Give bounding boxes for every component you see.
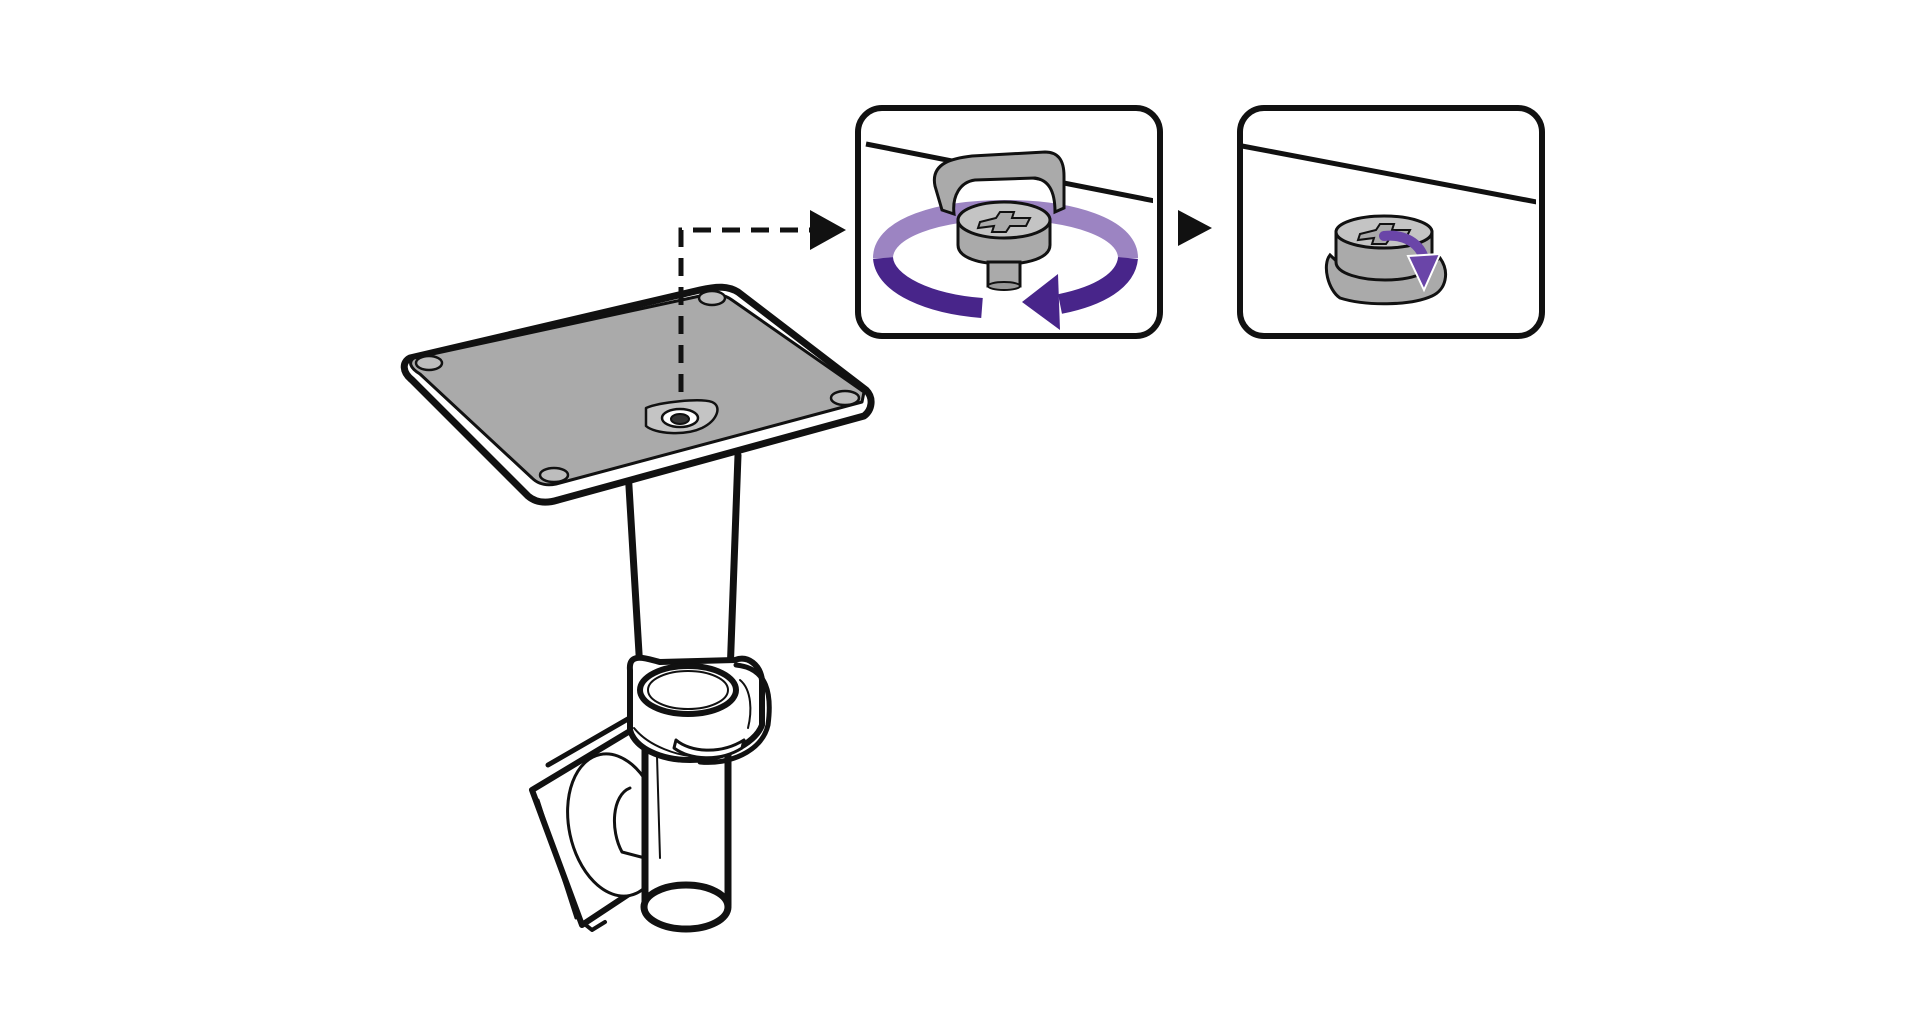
rotate-arrow-icon	[873, 256, 1138, 330]
screw-head	[956, 200, 1052, 291]
dashed-callout-arrow-icon	[678, 210, 846, 392]
step-panel-fold	[1237, 105, 1545, 339]
fold-arrow-icon	[1379, 230, 1442, 293]
hinge-bracket	[529, 709, 664, 932]
plate-thumbscrew	[644, 399, 719, 435]
ring-handle	[932, 150, 1066, 217]
step-panel-rotate	[855, 105, 1163, 339]
column-collar	[626, 654, 772, 765]
monitor-stand	[400, 283, 875, 933]
step-arrow-icon	[1178, 210, 1212, 246]
mounting-plate	[400, 283, 875, 506]
